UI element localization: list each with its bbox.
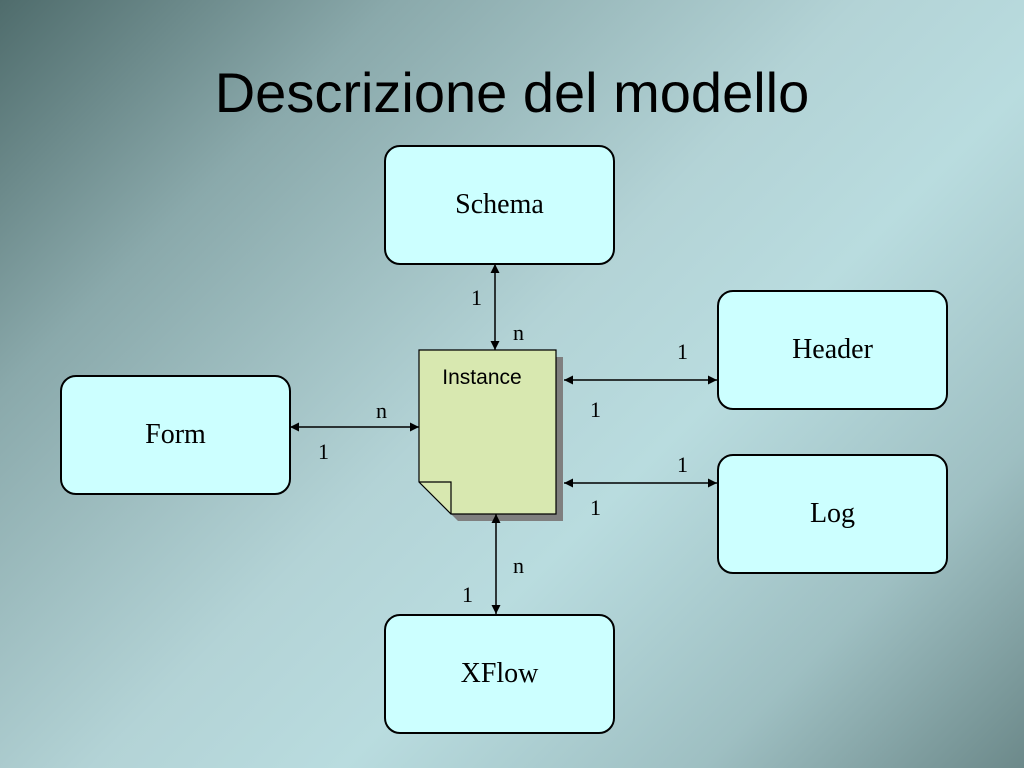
mult-log-end: 1: [677, 452, 688, 477]
node-form-label: Form: [145, 419, 206, 450]
node-xflow-label: XFlow: [460, 658, 539, 689]
slide-title: Descrizione del modello: [214, 61, 810, 124]
mult-header-end: 1: [677, 339, 688, 364]
node-schema[interactable]: Schema: [384, 145, 615, 265]
node-header-label: Header: [792, 334, 873, 365]
node-header[interactable]: Header: [717, 290, 948, 410]
node-xflow[interactable]: XFlow: [384, 614, 615, 734]
mult-header-instance-end: 1: [590, 397, 601, 422]
node-schema-label: Schema: [455, 189, 544, 220]
mult-log-instance-end: 1: [590, 495, 601, 520]
instance-document[interactable]: [418, 349, 563, 521]
mult-xflow-end: 1: [462, 582, 473, 607]
mult-schema-end: 1: [471, 285, 482, 310]
node-form[interactable]: Form: [60, 375, 291, 495]
mult-schema-instance-end: n: [513, 320, 524, 345]
node-log[interactable]: Log: [717, 454, 948, 574]
mult-xflow-instance-end: n: [513, 553, 524, 578]
node-log-label: Log: [809, 498, 856, 529]
instance-label: Instance: [442, 366, 522, 389]
mult-form-end: 1: [318, 439, 329, 464]
mult-form-instance-end: n: [376, 398, 387, 423]
